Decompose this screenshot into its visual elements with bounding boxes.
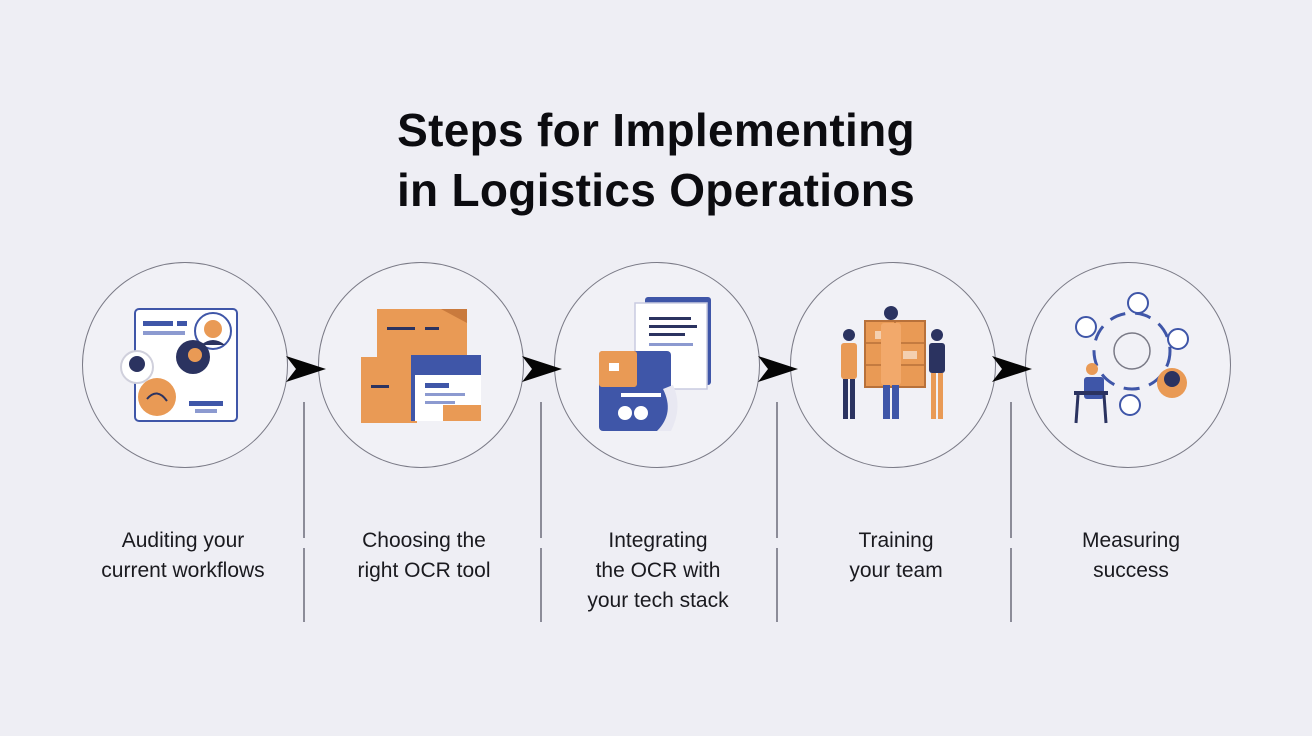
arrow-right-icon	[758, 356, 798, 382]
step-5-label-line-2: success	[1093, 559, 1169, 582]
title-line-1: Steps for Implementing	[397, 104, 915, 156]
step-2-label-line-1: Choosing the	[362, 529, 486, 552]
step-2-label-line-2: right OCR tool	[357, 559, 491, 582]
step-3-label-line-2: the OCR with	[595, 559, 721, 582]
step-5-label-line-1: Measuring	[1081, 529, 1181, 552]
step-5-circle	[1025, 262, 1231, 468]
step-2-label: Choosing the right OCR tool	[319, 526, 529, 586]
arrow-right-icon	[522, 356, 562, 382]
step-1-label-line-2: current workflows	[101, 559, 265, 582]
divider-line-3-upper	[776, 402, 778, 538]
divider-line-1-lower	[303, 548, 305, 622]
success-cycle-icon	[1074, 292, 1189, 424]
step-4-circle	[790, 262, 996, 468]
step-1-label-line-1: Auditing your	[121, 529, 245, 552]
diagram-title: Steps for Implementing in Logistics Oper…	[0, 100, 1312, 220]
workflow-audit-icon	[120, 308, 238, 422]
step-4-label: Training your team	[791, 526, 1001, 586]
document-scan-icon	[599, 297, 711, 431]
divider-line-3-lower	[776, 548, 778, 622]
arrow-right-icon	[992, 356, 1032, 382]
divider-line-1-upper	[303, 402, 305, 538]
folders-icon	[361, 309, 481, 423]
step-2-circle	[318, 262, 524, 468]
divider-line-4-upper	[1010, 402, 1012, 538]
divider-line-4-lower	[1010, 548, 1012, 622]
step-1-circle	[82, 262, 288, 468]
step-4-label-line-2: your team	[849, 559, 943, 582]
step-3-label: Integrating the OCR with your tech stack	[553, 526, 763, 616]
step-3-label-line-1: Integrating	[608, 529, 708, 552]
step-3-circle	[554, 262, 760, 468]
divider-line-2-upper	[540, 402, 542, 538]
step-5-label: Measuring success	[1026, 526, 1236, 586]
step-4-label-line-1: Training	[858, 529, 934, 552]
title-line-2: in Logistics Operations	[396, 164, 916, 216]
arrow-right-icon	[286, 356, 326, 382]
divider-line-2-lower	[540, 548, 542, 622]
step-3-label-line-3: your tech stack	[587, 589, 729, 612]
step-1-label: Auditing your current workflows	[78, 526, 288, 586]
team-training-icon	[841, 306, 945, 419]
